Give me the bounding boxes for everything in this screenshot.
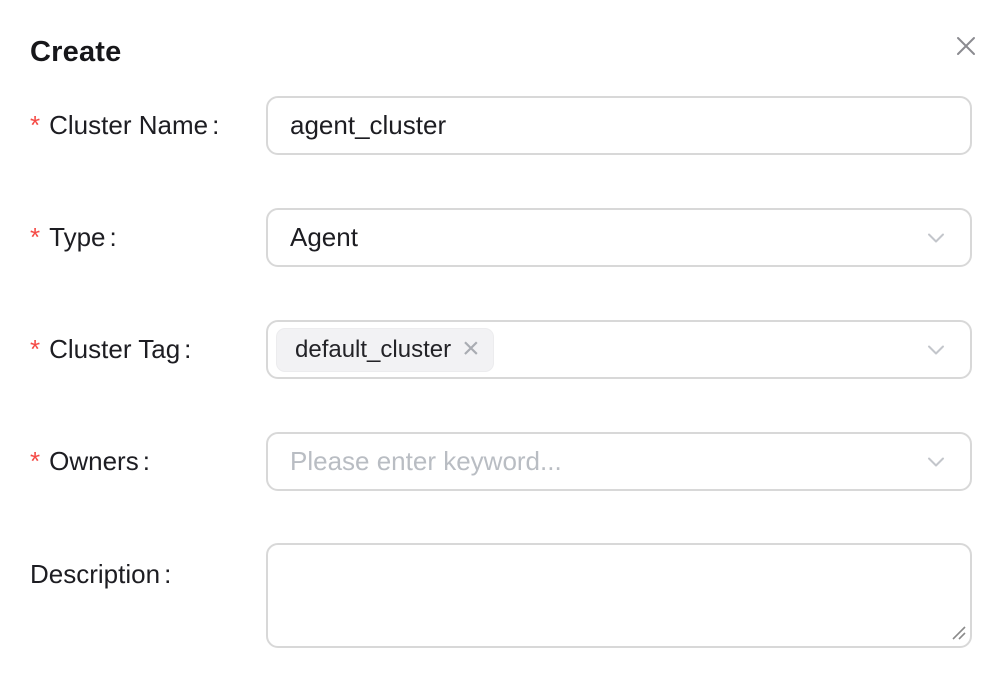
type-select[interactable]: Agent [266,208,972,267]
label-text: Description [30,559,161,589]
description-label: Description: [30,559,171,590]
label-text: Cluster Tag [49,334,181,364]
description-control [266,543,972,648]
required-asterisk: * [30,334,41,364]
label-colon: : [184,334,192,364]
form-row-cluster-name: * Cluster Name: [30,96,972,155]
description-textarea[interactable] [266,543,972,648]
tag-remove-icon[interactable]: × [462,331,480,365]
label-text: Owners [49,446,139,476]
tag-chip-text: default_cluster [295,335,452,363]
chevron-down-icon [928,345,944,354]
owners-search-input[interactable] [290,446,912,477]
tag-chip: default_cluster × [276,327,494,372]
owners-label: * Owners: [30,432,150,491]
form-row-type: * Type: Agent [30,208,972,267]
form-row-description: Description: [30,543,972,648]
chevron-down-icon [928,457,944,466]
label-text: Cluster Name [49,110,209,140]
resize-handle-icon[interactable] [952,626,966,640]
owners-select[interactable] [266,432,972,491]
cluster-name-input[interactable] [266,96,972,155]
cluster-name-label: * Cluster Name: [30,96,219,155]
required-asterisk: * [30,222,41,252]
close-button[interactable] [944,24,988,68]
chevron-down-icon [928,233,944,242]
label-text: Type [49,222,106,252]
label-colon: : [212,110,220,140]
cluster-tag-label: * Cluster Tag: [30,320,191,379]
required-asterisk: * [30,110,41,140]
cluster-tag-select[interactable]: default_cluster × [266,320,972,379]
label-colon: : [109,222,117,252]
close-icon [957,37,975,55]
required-asterisk: * [30,446,41,476]
type-label: * Type: [30,208,117,267]
label-colon: : [164,559,172,589]
form-row-cluster-tag: * Cluster Tag: default_cluster × [30,320,972,379]
label-colon: : [142,446,150,476]
form-row-owners: * Owners: [30,432,972,491]
dialog-title: Create [30,36,122,68]
type-select-value: Agent [290,222,358,252]
